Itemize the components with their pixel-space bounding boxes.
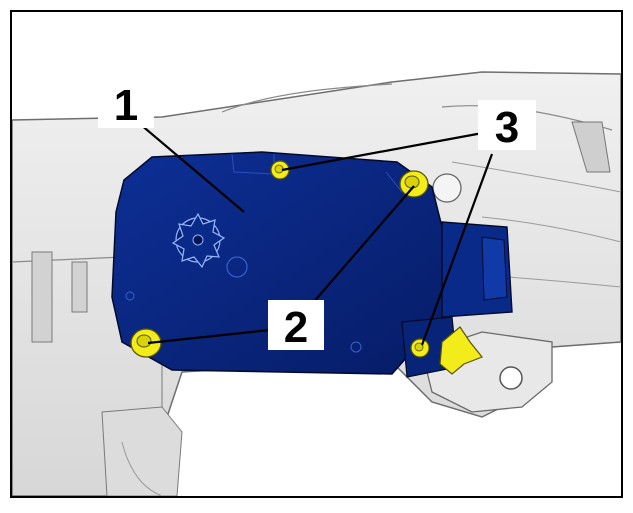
callout-labels: 1 3 2: [98, 80, 536, 352]
screw-lower-right-icon: [410, 338, 430, 358]
screw-upper-right-icon: [399, 170, 429, 198]
leader-lines: [139, 123, 494, 346]
actuator-spline-gear-icon: [171, 212, 226, 269]
callout-3: 3: [495, 103, 519, 152]
fasteners: [130, 160, 483, 375]
callout-1-background: [98, 80, 154, 128]
leader-line-3b: [420, 153, 494, 346]
callout-2: 2: [284, 303, 308, 352]
leader-line-2b: [147, 328, 271, 345]
leader-line-3a: [281, 130, 489, 172]
screw-top-icon: [270, 160, 290, 180]
callout-1: 1: [114, 81, 138, 130]
diagram-frame: 1 3 2: [10, 10, 623, 498]
callout-3-background: [478, 100, 536, 150]
actuator-body: [111, 151, 513, 378]
leader-line-2a: [311, 185, 415, 305]
leader-line-1: [139, 123, 245, 213]
screw-lower-left-icon: [130, 328, 162, 358]
bracket-hole: [499, 366, 523, 390]
callout-2-background: [268, 300, 324, 350]
diagram-canvas: 1 3 2: [12, 71, 621, 496]
yellow-clip: [439, 326, 483, 375]
